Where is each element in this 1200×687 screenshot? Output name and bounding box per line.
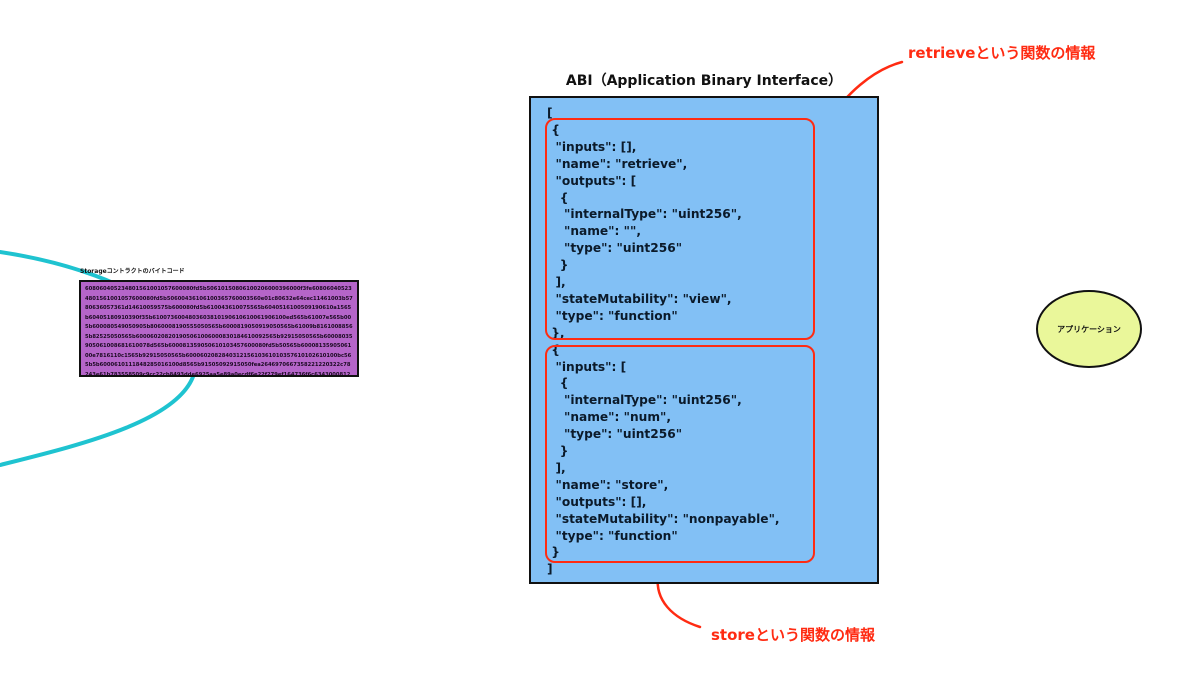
abi-code-line: { <box>547 122 560 137</box>
abi-code-line: "inputs": [], <box>547 139 637 154</box>
abi-code-line: "stateMutability": "nonpayable", <box>547 511 780 526</box>
abi-code-line: "internalType": "uint256", <box>547 393 742 408</box>
abi-box: [ { "inputs": [], "name": "retrieve", "o… <box>529 96 879 584</box>
abi-code-line: "name": "retrieve", <box>547 156 688 171</box>
abi-code-line: } <box>547 545 560 560</box>
abi-code-line: "outputs": [], <box>547 494 647 509</box>
abi-code-line: "name": "num", <box>547 410 672 425</box>
abi-code-line: ] <box>547 562 553 577</box>
abi-code-line: { <box>547 342 560 357</box>
abi-code-line: } <box>547 444 569 458</box>
abi-code-line: "type": "function" <box>547 528 678 543</box>
abi-code-line: ], <box>547 275 566 289</box>
bytecode-label: Storageコントラクトのバイトコード <box>80 268 185 275</box>
abi-code-line: "outputs": [ <box>547 173 637 188</box>
abi-code-line: { <box>547 376 569 391</box>
retrieve-highlight-box <box>545 118 815 340</box>
abi-code-line: "stateMutability": "view", <box>547 291 732 306</box>
abi-code-line: "name": "", <box>547 224 641 239</box>
application-node: アプリケーション <box>1036 290 1142 368</box>
abi-code-line: "type": "function" <box>547 308 678 323</box>
abi-code-line: } <box>547 258 569 273</box>
abi-code-line: "inputs": [ <box>547 359 627 374</box>
abi-code-line: "name": "store", <box>547 477 669 492</box>
abi-code-line: [ <box>547 106 553 120</box>
bytecode-text: 608060405234801561001057600080fd5b506101… <box>85 286 353 377</box>
abi-code-line: "type": "uint256" <box>547 427 683 442</box>
abi-code-line: ], <box>547 460 566 475</box>
abi-title: ABI（Application Binary Interface） <box>565 73 843 89</box>
abi-code-line: "type": "uint256" <box>547 241 683 256</box>
store-callout-text: storeという関数の情報 <box>711 626 875 644</box>
abi-code-line: "internalType": "uint256", <box>547 207 742 222</box>
retrieve-callout-text: retrieveという関数の情報 <box>908 44 1096 62</box>
application-label: アプリケーション <box>1057 324 1121 334</box>
bytecode-box: 608060405234801561001057600080fd5b506101… <box>79 280 359 377</box>
abi-code-line: { <box>547 190 569 205</box>
store-highlight-box <box>545 345 815 563</box>
